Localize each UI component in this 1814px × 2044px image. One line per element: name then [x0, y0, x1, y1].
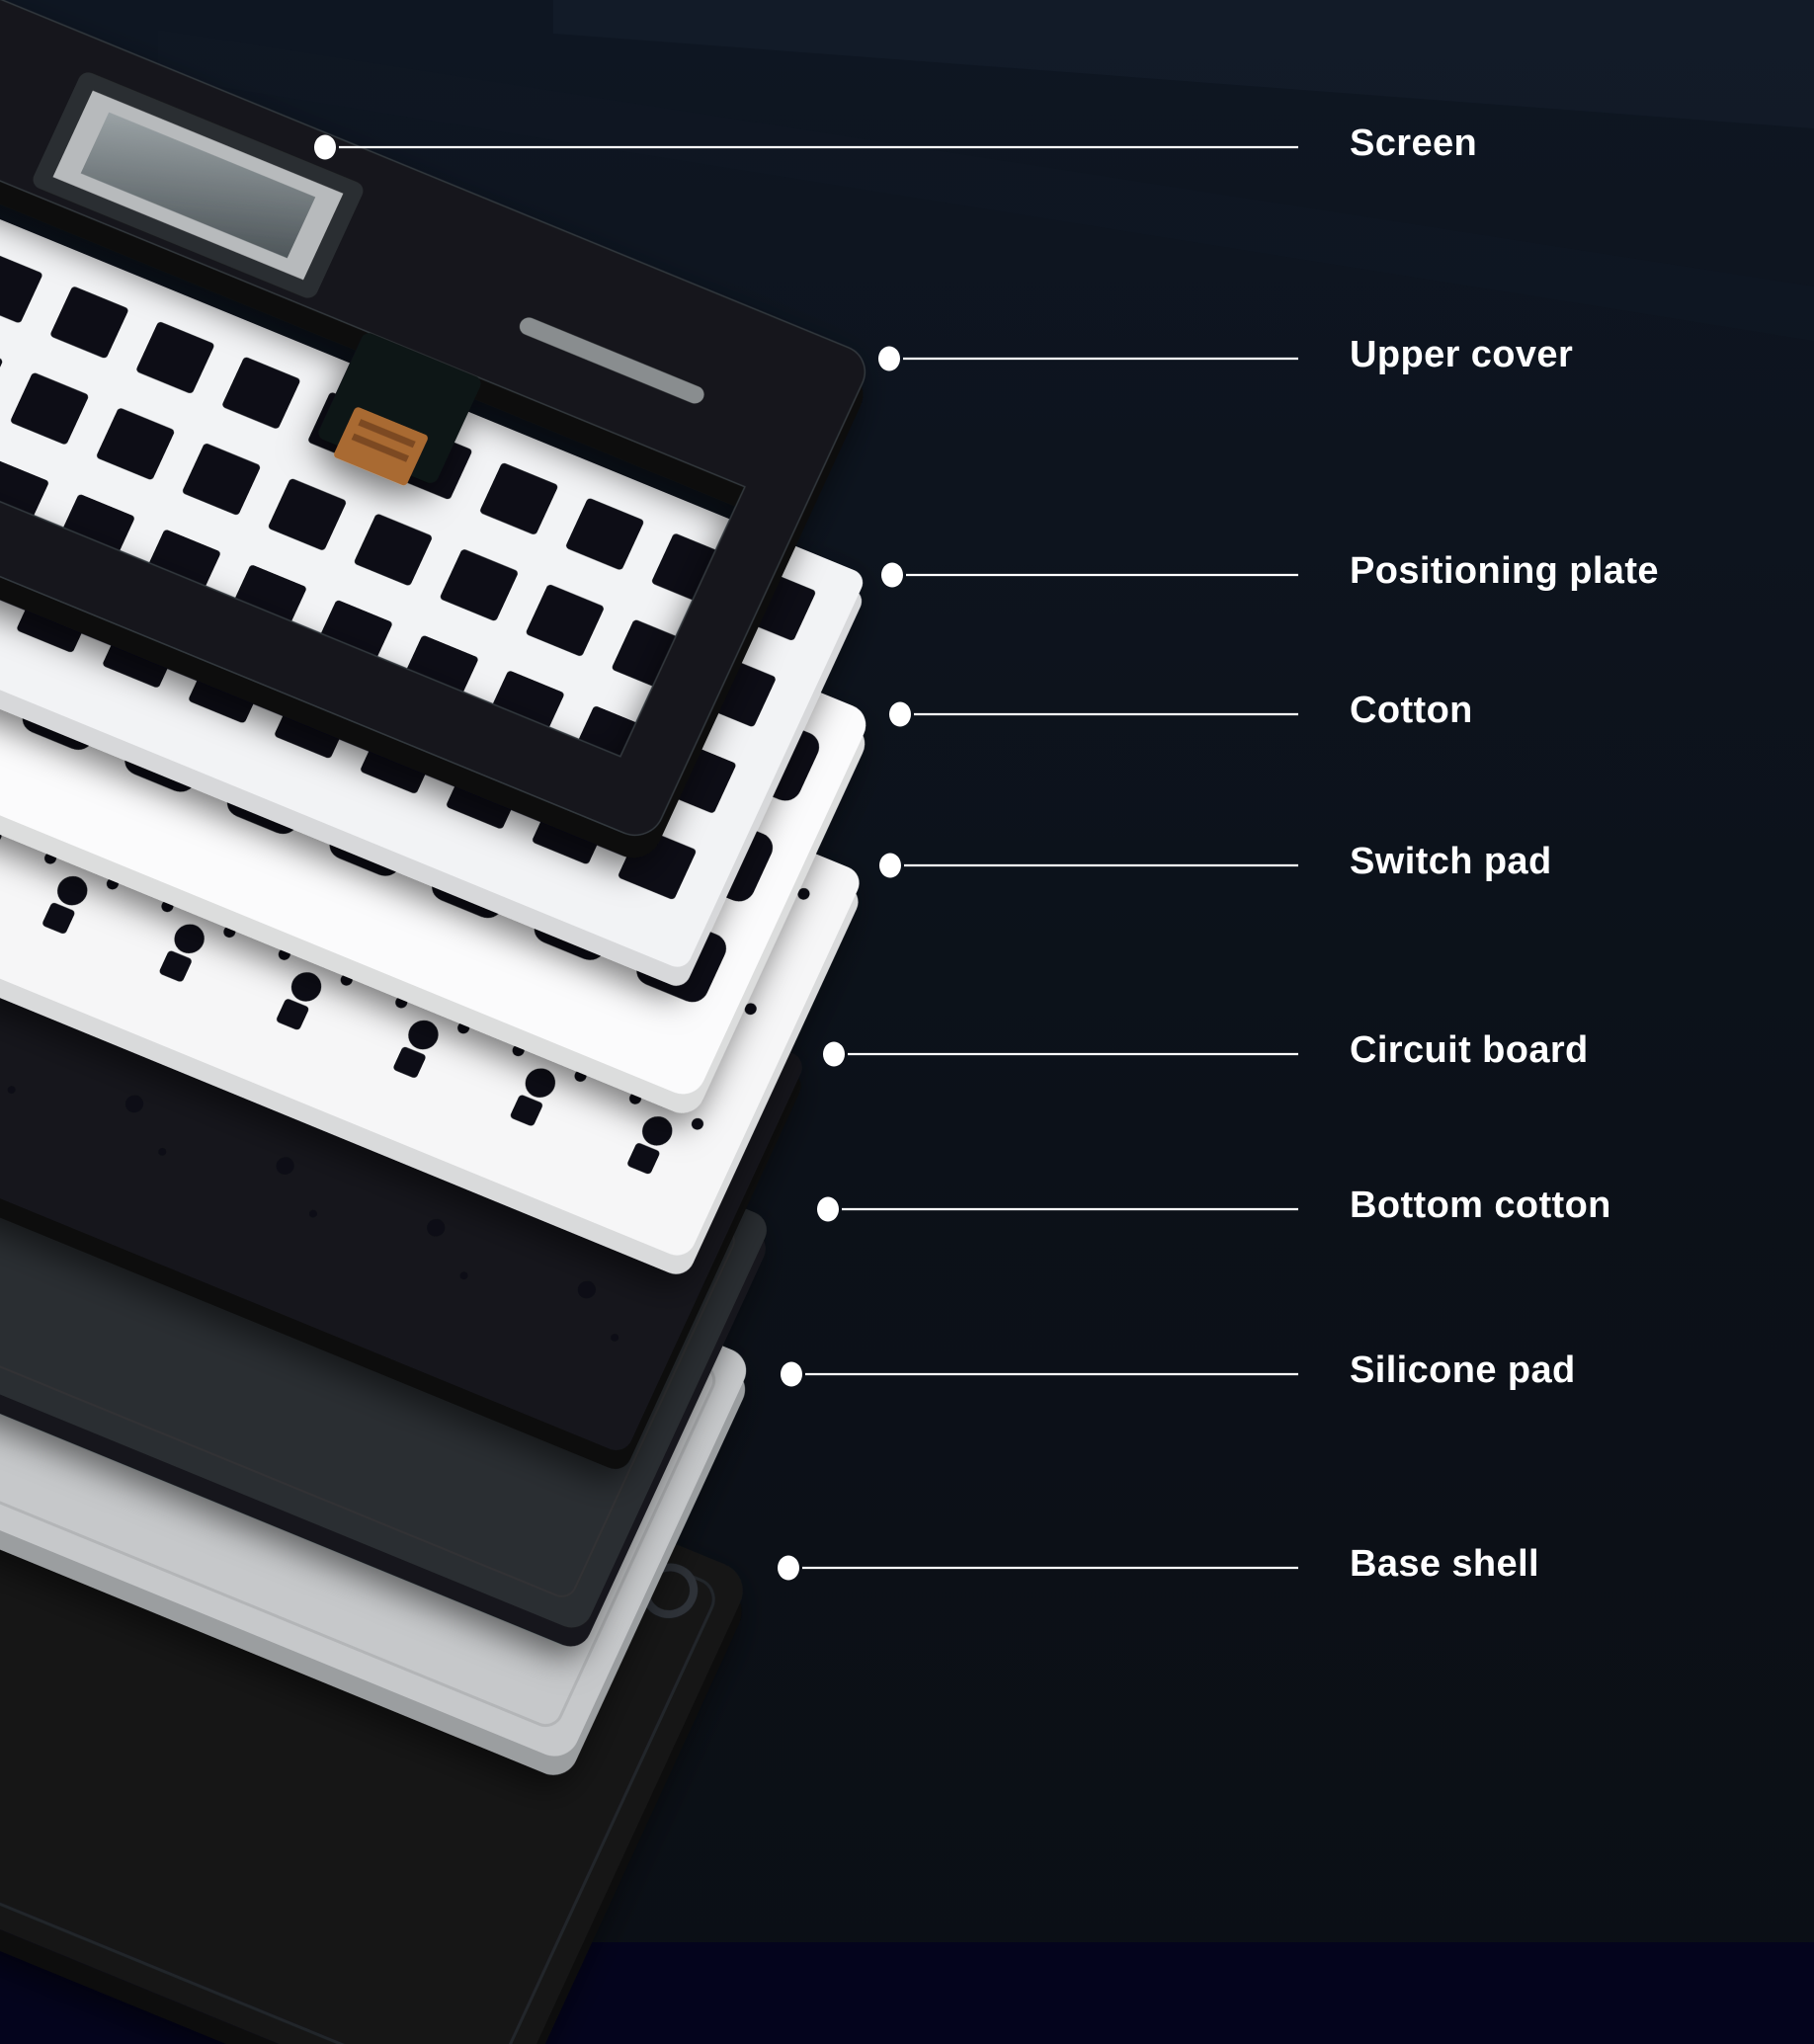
- callout-dot: [314, 134, 336, 160]
- label-silicone-pad: Silicone pad: [1350, 1349, 1576, 1391]
- callout-dot: [817, 1196, 839, 1222]
- light-streak-1: [553, 0, 1814, 128]
- callout-dot: [889, 701, 911, 727]
- callout-dot: [823, 1041, 845, 1067]
- callout-upper-cover: Upper cover: [878, 334, 1573, 375]
- callout-positioning-plate: Positioning plate: [881, 550, 1659, 592]
- label-upper-cover: Upper cover: [1350, 334, 1573, 375]
- label-positioning-plate: Positioning plate: [1350, 550, 1659, 592]
- callout-dot: [879, 853, 901, 878]
- callout-silicone-pad: Silicone pad: [781, 1349, 1576, 1391]
- label-cotton: Cotton: [1350, 690, 1473, 731]
- callout-dot: [778, 1555, 799, 1581]
- label-circuit-board: Circuit board: [1350, 1029, 1589, 1071]
- screen-glass: [80, 112, 316, 259]
- screen-module: [33, 72, 364, 298]
- callout-dot: [881, 562, 903, 588]
- upper-cover-layer: [0, 0, 866, 858]
- callouts: Screen Upper cover Positioning plate Cot…: [314, 123, 1659, 1585]
- label-screen: Screen: [1350, 123, 1477, 164]
- callout-bottom-cotton: Bottom cotton: [817, 1185, 1611, 1226]
- label-switch-pad: Switch pad: [1350, 841, 1552, 882]
- screen-connector: [318, 333, 481, 486]
- label-bottom-cotton: Bottom cotton: [1350, 1185, 1611, 1226]
- callout-screen: Screen: [314, 123, 1477, 164]
- callout-dot: [878, 346, 900, 371]
- callout-circuit-board: Circuit board: [823, 1029, 1589, 1071]
- callout-dot: [781, 1361, 802, 1387]
- light-streak-2: [158, 30, 1814, 341]
- label-base-shell: Base shell: [1350, 1543, 1539, 1585]
- callout-base-shell: Base shell: [778, 1543, 1539, 1585]
- callout-switch-pad: Switch pad: [879, 841, 1552, 882]
- led-diffuser: [519, 317, 704, 404]
- callout-cotton: Cotton: [889, 690, 1473, 731]
